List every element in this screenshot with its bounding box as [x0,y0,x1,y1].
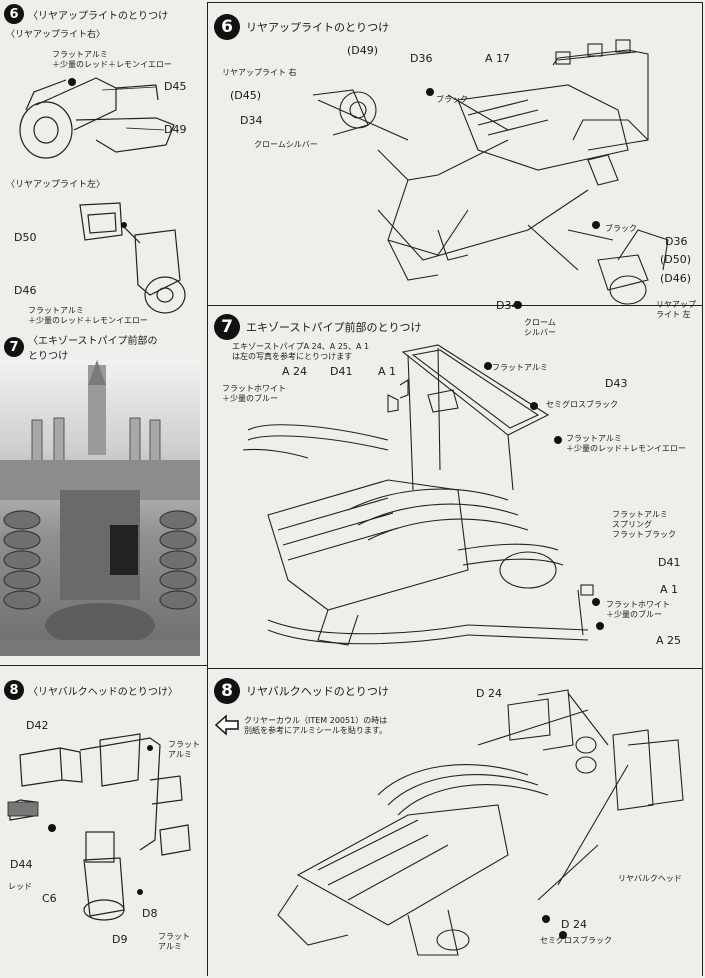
right6-part-d34a: D34 [240,114,263,127]
left-step8-header: 8 〈リヤバルクヘッドのとりつけ〉 [4,680,178,700]
vertical-divider [207,2,208,976]
engine-photo-illustration [0,360,200,656]
right7-part-d41a: D41 [330,365,353,378]
right-upright-drawing [19,77,175,159]
right-step6-title: リヤアップライトのとりつけ [246,21,390,34]
left-step6-title: 〈リヤアップライトのとりつけ [28,10,169,22]
left-step6-number: 6 [4,4,24,24]
right-step6-header: 6 リヤアップライトのとりつけ [214,14,389,40]
right7-alumi-mix: フラットアルミ ＋少量のレッド＋レモンイエロー [566,434,686,453]
right7-part-a1b: A 1 [660,583,679,596]
right-step8-number: 8 [214,678,240,704]
right7-semigloss: セミグロスブラック [546,400,618,409]
right8-note: クリヤーカウル（ITEM 20051）の時は 別紙を参考にアルミシールを貼ります… [244,716,388,735]
right6-part-d50: (D50) [660,253,692,266]
left-step6-right-paint: フラットアルミ ＋少量のレッド＋レモンイエロー [52,50,172,69]
left-part-d42: D42 [26,719,49,732]
right6-chrome2: クローム シルバー [524,318,556,337]
right-divider-2 [207,668,703,669]
engine-photo [0,360,200,656]
right6-part-a17: A 17 [485,52,511,65]
left-step7-header: 7 〈エキゾーストパイプ前部の とりつけ [4,332,158,362]
left-step8-number: 8 [4,680,24,700]
right7-flat-white2: フラットホワイト ＋少量のブルー [606,600,670,619]
right6-part-d46: (D46) [660,272,692,285]
right7-spring: フラットアルミ スプリング フラットブラック [612,510,676,539]
right6-upright-right: リヤアップライト 右 [222,68,297,77]
right-step6-number: 6 [214,14,240,40]
left-step6-header: 6 〈リヤアップライトのとりつけ [4,4,168,24]
left-part-d44: D44 [10,858,33,871]
right6-part-d45: (D45) [230,89,262,102]
right6-part-d49: (D49) [347,44,379,57]
right-top-border [207,2,703,3]
right6-part-d36a: D36 [410,52,433,65]
left-part-c6: C6 [42,892,57,905]
right-step7-number: 7 [214,314,240,340]
left-step8-red: レッド [8,882,32,891]
right7-part-a25: A 25 [656,634,682,647]
left-step6-left-paint: フラットアルミ ＋少量のレッド＋レモンイエロー [28,306,148,325]
right7-flat-white: フラットホワイト ＋少量のブルー [222,384,286,403]
left-step8-title: 〈リヤバルクヘッドのとりつけ〉 [28,686,178,698]
rear-frame-drawing [312,39,669,309]
right6-part-d34b: D34 [496,299,519,312]
left-step7-number: 7 [4,337,24,357]
left-part-d49: D49 [164,123,187,136]
left-step7-title: 〈エキゾーストパイプ前部の とりつけ [28,336,158,362]
right8-part-d24b: D 24 [561,918,587,931]
right8-semigloss: セミグロスブラック [540,936,612,945]
right6-chrome: クロームシルバー [254,140,318,149]
right6-black2: ブラック [605,224,637,233]
right7-part-a1a: A 1 [378,365,397,378]
left-part-d46: D46 [14,284,37,297]
right-step8-header: 8 リヤバルクヘッドのとりつけ [214,678,389,704]
left-step8-paint-top: フラット アルミ [168,740,200,759]
arrow-icon [214,714,239,736]
right7-note: エキゾーストパイプA 24、A 25、A 1 は左の写真を参考にとりつけます [232,342,370,361]
bulkhead-parts-drawing [7,733,191,921]
bulkhead-assembly-drawing [277,689,684,956]
right-step8-title: リヤバルクヘッドのとりつけ [246,685,389,698]
left-part-d50: D50 [14,231,37,244]
left-upright-drawing [79,202,186,314]
left-step8-paint-bottom: フラット アルミ [158,932,190,951]
right6-part-d36b: D36 [665,235,688,248]
right-divider-1 [207,305,703,306]
right7-flat-alumi: フラットアルミ [492,363,548,372]
left-step6-right-sub: 〈リヤアップライト右〉 [6,30,106,40]
right7-part-d41b: D41 [658,556,681,569]
right-step7-header: 7 エキゾーストパイプ前部のとりつけ [214,314,422,340]
right-border [702,2,703,976]
right7-part-d43: D43 [605,377,628,390]
exhaust-drawing [242,344,604,646]
right8-bulkhead: リヤバルクヘッド [618,874,682,883]
right6-upright-left: リヤアップ ライト 左 [656,300,696,319]
right6-black1: ブラック [436,95,468,104]
left-step6-left-sub: 〈リヤアップライト左〉 [6,180,106,190]
left-part-d45: D45 [164,80,187,93]
right-step7-title: エキゾーストパイプ前部のとりつけ [246,321,422,334]
right7-part-a24: A 24 [282,365,308,378]
left-part-d9: D9 [112,933,128,946]
left-part-d8: D8 [142,907,158,920]
left-divider-1 [0,665,207,666]
right8-part-d24a: D 24 [476,687,502,700]
